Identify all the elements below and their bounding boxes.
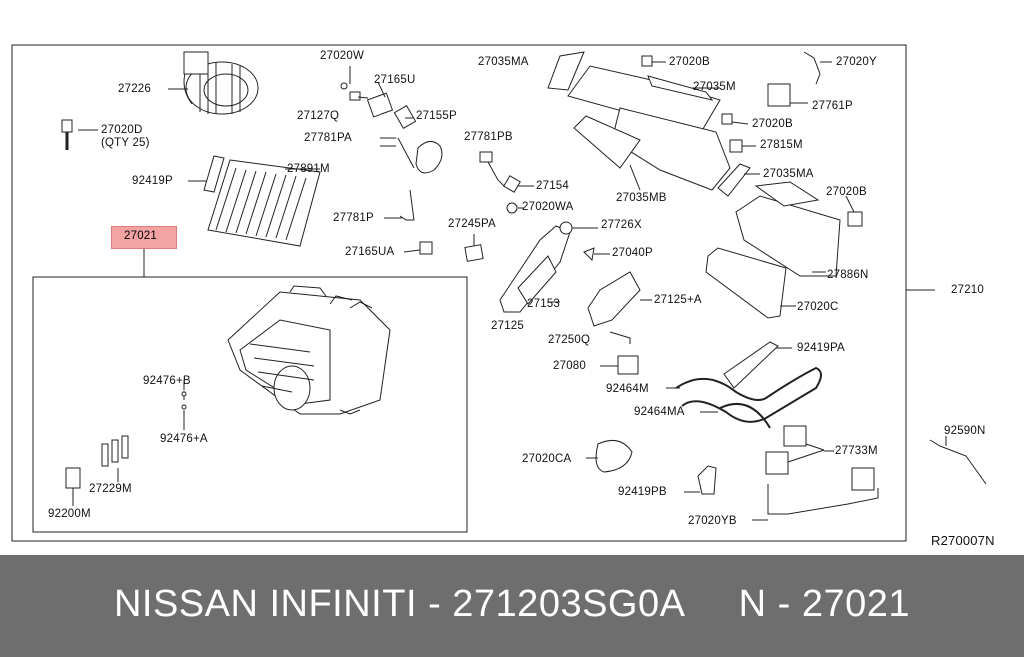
label-27210[interactable]: 27210 bbox=[951, 284, 984, 296]
label-27154[interactable]: 27154 bbox=[536, 180, 569, 192]
label-27781p[interactable]: 27781P bbox=[333, 212, 374, 224]
label-27226[interactable]: 27226 bbox=[118, 83, 151, 95]
label-27726x[interactable]: 27726X bbox=[601, 219, 642, 231]
label-92476a[interactable]: 92476+A bbox=[160, 433, 208, 445]
label-27020w[interactable]: 27020W bbox=[320, 50, 365, 62]
label-27229m[interactable]: 27229M bbox=[89, 483, 132, 495]
label-27891m[interactable]: 27891M bbox=[287, 163, 330, 175]
label-27155p[interactable]: 27155P bbox=[416, 110, 457, 122]
label-27035ma-mid[interactable]: 27035MA bbox=[763, 168, 814, 180]
label-27125a[interactable]: 27125+A bbox=[654, 294, 702, 306]
label-27781pa[interactable]: 27781PA bbox=[304, 132, 352, 144]
label-92419pb[interactable]: 92419PB bbox=[618, 486, 667, 498]
outer-frame bbox=[11, 44, 907, 542]
label-27153[interactable]: 27153 bbox=[527, 298, 560, 310]
label-92419pa[interactable]: 92419PA bbox=[797, 342, 845, 354]
label-27815m[interactable]: 27815M bbox=[760, 139, 803, 151]
label-27020d-qty: (QTY 25) bbox=[101, 137, 150, 149]
label-27125[interactable]: 27125 bbox=[491, 320, 524, 332]
label-27250q[interactable]: 27250Q bbox=[548, 334, 591, 346]
label-92590n[interactable]: 92590N bbox=[944, 425, 986, 437]
footer-bar: NISSAN INFINITI - 271203SG0A N - 27021 bbox=[0, 555, 1024, 657]
label-27020b-top[interactable]: 27020B bbox=[669, 56, 710, 68]
label-27733m[interactable]: 27733M bbox=[835, 445, 878, 457]
diagram-reference-code: R270007N bbox=[931, 533, 995, 548]
label-27165ua[interactable]: 27165UA bbox=[345, 246, 395, 258]
label-27080[interactable]: 27080 bbox=[553, 360, 586, 372]
label-27021[interactable]: 27021 bbox=[124, 230, 157, 242]
bolt bbox=[61, 119, 73, 150]
label-92419p[interactable]: 92419P bbox=[132, 175, 173, 187]
hoses bbox=[675, 366, 822, 429]
label-27020c[interactable]: 27020C bbox=[797, 301, 839, 313]
label-27020d[interactable]: 27020D bbox=[101, 124, 143, 136]
label-27761p[interactable]: 27761P bbox=[812, 100, 853, 112]
label-92476b[interactable]: 92476+B bbox=[143, 375, 191, 387]
duct-parts bbox=[499, 221, 652, 375]
label-27035ma-top[interactable]: 27035MA bbox=[478, 56, 529, 68]
label-27127q[interactable]: 27127Q bbox=[297, 110, 340, 122]
blower-motor bbox=[183, 51, 259, 115]
label-27020yb[interactable]: 27020YB bbox=[688, 515, 737, 527]
label-27020b-right[interactable]: 27020B bbox=[826, 186, 867, 198]
small-parts bbox=[340, 66, 534, 262]
parts-diagram: 27226 27020D (QTY 25) 92419P 27891M 2702… bbox=[11, 44, 995, 548]
label-27020ca[interactable]: 27020CA bbox=[522, 453, 572, 465]
highlight-27021 bbox=[111, 226, 177, 249]
footer-part-number: NISSAN INFINITI - 271203SG0A N - 27021 bbox=[113, 583, 911, 625]
label-27886n[interactable]: 27886N bbox=[827, 269, 869, 281]
label-92464ma[interactable]: 92464MA bbox=[634, 406, 685, 418]
heater-unit-assembly bbox=[65, 285, 391, 506]
diagram-drawing bbox=[11, 44, 987, 542]
label-27245pa[interactable]: 27245PA bbox=[448, 218, 496, 230]
subassembly-frame bbox=[32, 276, 468, 533]
label-27020b-mid[interactable]: 27020B bbox=[752, 118, 793, 130]
label-27035m[interactable]: 27035M bbox=[693, 81, 736, 93]
air-filter bbox=[203, 155, 321, 247]
label-92200m[interactable]: 92200M bbox=[48, 508, 91, 520]
heater-unit-upper bbox=[547, 51, 863, 319]
label-27040p[interactable]: 27040P bbox=[612, 247, 653, 259]
label-27035mb[interactable]: 27035MB bbox=[616, 192, 667, 204]
label-27165u[interactable]: 27165U bbox=[374, 74, 416, 86]
label-27020wa[interactable]: 27020WA bbox=[522, 201, 574, 213]
label-27781pb[interactable]: 27781PB bbox=[464, 131, 513, 143]
label-92464m[interactable]: 92464M bbox=[606, 383, 649, 395]
label-27020y[interactable]: 27020Y bbox=[836, 56, 877, 68]
